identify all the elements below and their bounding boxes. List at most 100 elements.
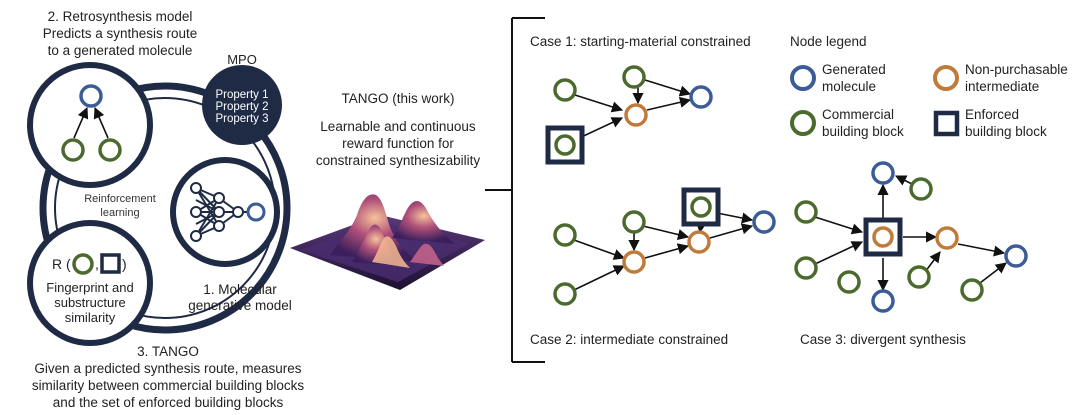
tango-step-desc-2: similarity between commercial building b… (32, 378, 305, 393)
legend-title: Node legend (790, 34, 867, 49)
mpo-node (202, 65, 282, 145)
retrosynthesis-node (27, 62, 153, 188)
legend-nonpurchasable-1: Non-purchasable (965, 62, 1068, 77)
intermediate-node (622, 250, 646, 274)
tango-title: TANGO (this work) (341, 91, 454, 106)
reinforcement-label-1: Reinforcement (84, 193, 156, 205)
edge (894, 175, 913, 186)
legend-generated-icon (790, 65, 816, 91)
reinforcement-label-2: learning (100, 207, 139, 219)
commercial-node (794, 256, 818, 280)
commercial-node (909, 177, 933, 201)
legend-enforced-1: Enforced (965, 107, 1019, 122)
case3-label: Case 3: divergent synthesis (800, 332, 966, 347)
node-legend: Node legend Generated molecule Non-purch… (790, 34, 1068, 139)
legend-generated-1: Generated (822, 62, 886, 77)
commercial-block-icon (98, 138, 122, 162)
intermediate-node (687, 230, 711, 254)
commercial-node (622, 65, 646, 89)
legend-nonpurchasable-2: intermediate (965, 79, 1039, 94)
tango-step-desc-1: Given a predicted synthesis route, measu… (34, 361, 301, 376)
commercial-block-icon (72, 253, 94, 275)
edge (573, 265, 626, 291)
generated-node (871, 161, 895, 185)
commercial-node (960, 278, 984, 302)
edge (573, 239, 626, 260)
generated-node (871, 289, 895, 313)
edge (644, 79, 692, 97)
generative-label-1: 1. Molecular (203, 282, 277, 297)
tango-middle-panel: TANGO (this work) Learnable and continuo… (290, 91, 485, 290)
reward-prefix: R ( (52, 256, 71, 272)
intermediate-node (872, 226, 894, 248)
retro-title: 2. Retrosynthesis model (48, 9, 193, 24)
mpo-property-1: Property 1 (215, 89, 268, 101)
legend-commercial-2: building block (822, 124, 904, 139)
generative-label-2: generative model (188, 298, 292, 313)
edge (574, 94, 624, 113)
legend-generated-2: molecule (822, 79, 876, 94)
intermediate-node (935, 226, 959, 250)
tango-step-title: 3. TANGO (137, 344, 199, 359)
case2-label: Case 2: intermediate constrained (530, 332, 728, 347)
tango-desc-1: Learnable and continuous (320, 119, 476, 134)
generated-node (1004, 244, 1028, 268)
cycle-panel: MPO Property 1 Property 2 Property 3 R (… (27, 9, 305, 410)
route-edge (73, 106, 89, 139)
fingerprint-line-2: substructure (54, 295, 126, 310)
intermediate-node (624, 103, 648, 127)
commercial-node (553, 282, 577, 306)
tango-desc-3: constrained synthesizability (316, 153, 481, 168)
edge (709, 223, 754, 239)
reward-suffix: ) (122, 256, 127, 272)
commercial-node (553, 78, 577, 102)
commercial-node (553, 223, 577, 247)
generated-molecule-icon (246, 202, 266, 222)
edge (814, 241, 864, 265)
commercial-node (794, 200, 818, 224)
generated-node (752, 210, 776, 234)
commercial-block-icon (61, 138, 85, 162)
reward-comma: , (95, 256, 99, 272)
commercial-node (622, 210, 646, 234)
case1-diagram: Case 1: starting-material constrained (530, 34, 751, 165)
case3-diagram: Case 3: divergent synthesis (794, 161, 1028, 347)
fingerprint-line-3: similarity (65, 310, 116, 325)
legend-enforced-2: building block (965, 124, 1047, 139)
enforced-block-icon (100, 253, 121, 274)
commercial-node (907, 265, 931, 289)
edge (644, 243, 690, 259)
edge (957, 243, 1006, 257)
tango-reward-node (27, 220, 153, 346)
tango-step-desc-3: and the set of enforced building blocks (53, 395, 284, 410)
commercial-node (554, 134, 576, 156)
fingerprint-line-1: Fingerprint and (46, 280, 133, 295)
mpo-title: MPO (227, 52, 257, 67)
retro-desc-1: Predicts a synthesis route (43, 26, 198, 41)
outer-cycle-ring (39, 82, 291, 334)
edge (642, 225, 690, 241)
route-edge (93, 106, 109, 139)
enforced-box (545, 125, 585, 165)
legend-commercial-icon (790, 110, 816, 136)
generated-node (689, 85, 713, 109)
case1-label: Case 1: starting-material constrained (530, 34, 751, 49)
edge (979, 262, 1007, 284)
generated-molecule-icon (79, 84, 103, 108)
retro-desc-2: to a generated molecule (48, 43, 193, 58)
edge (646, 96, 692, 111)
mpo-property-3: Property 3 (215, 113, 268, 125)
reward-surface-image (290, 194, 485, 290)
legend-commercial-1: Commercial (822, 107, 894, 122)
edge (814, 216, 864, 235)
case2-diagram: Case 2: intermediate constrained (530, 187, 776, 347)
cases-bracket (485, 17, 545, 363)
commercial-node (690, 196, 712, 218)
mpo-property-2: Property 2 (215, 101, 268, 113)
neural-network-icon (190, 182, 250, 242)
commercial-node (837, 270, 861, 294)
edge (924, 251, 941, 273)
legend-intermediate-icon (933, 65, 959, 91)
tango-desc-2: reward function for (342, 136, 454, 151)
